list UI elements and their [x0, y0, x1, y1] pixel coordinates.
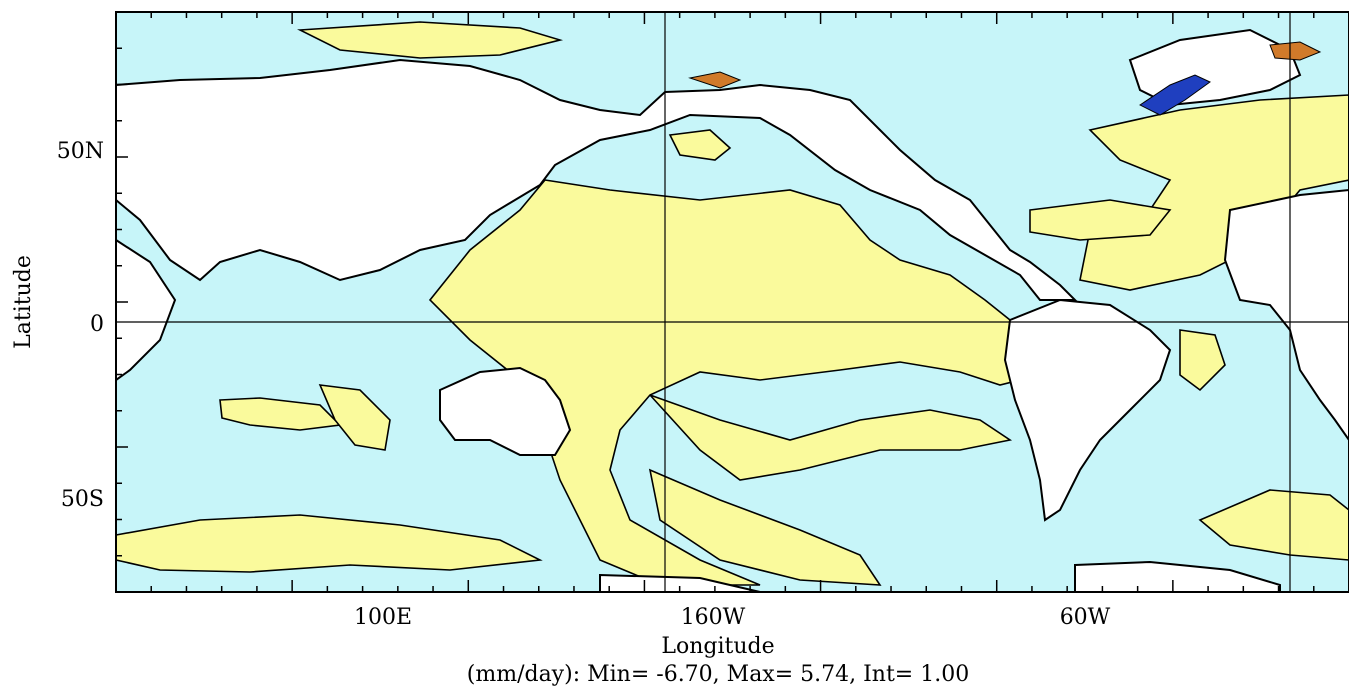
- y-tick-label-0: 0: [90, 312, 104, 337]
- positive-anomaly-indian-ocean-east: [318, 384, 391, 451]
- land-eurasia-north-america: [115, 58, 1078, 301]
- strong-negative-anomaly-north-atlantic: [1139, 74, 1211, 116]
- land-south-america: [1003, 298, 1172, 522]
- positive-anomaly-south-pacific-tongue: [648, 468, 882, 586]
- land-africa: [1223, 188, 1349, 442]
- axis-ticks: [116, 12, 1315, 592]
- positive-anomaly-indian-ocean: [219, 397, 342, 431]
- positive-anomaly-arctic-strip: [297, 21, 564, 59]
- land-australia: [439, 366, 572, 456]
- x-tick-label-100e: 100E: [354, 605, 412, 630]
- positive-anomaly-southern-ocean: [1198, 489, 1349, 561]
- y-axis-title: Latitude: [11, 255, 36, 349]
- strong-positive-anomaly-arctic: [1269, 41, 1322, 61]
- y-tick-label-50n: 50N: [57, 139, 104, 164]
- positive-anomaly-south-atlantic: [1179, 329, 1226, 392]
- x-tick-label-160w: 160W: [681, 605, 746, 630]
- positive-anomaly-antarctic-strip: [115, 514, 543, 573]
- map-caption: (mm/day): Min= -6.70, Max= 5.74, Int= 1.…: [467, 662, 969, 687]
- positive-anomaly-south-pacific-band: [649, 394, 1013, 481]
- y-tick-label-50s: 50S: [61, 487, 104, 512]
- positive-anomaly-north-pacific-patch: [668, 129, 732, 161]
- map-plot-area: [115, 11, 1349, 593]
- x-axis-title: Longitude: [661, 634, 774, 659]
- positive-anomaly-north-atlantic-band: [1029, 199, 1172, 241]
- strong-positive-anomaly-bering: [688, 71, 742, 89]
- x-tick-label-60w: 60W: [1060, 605, 1111, 630]
